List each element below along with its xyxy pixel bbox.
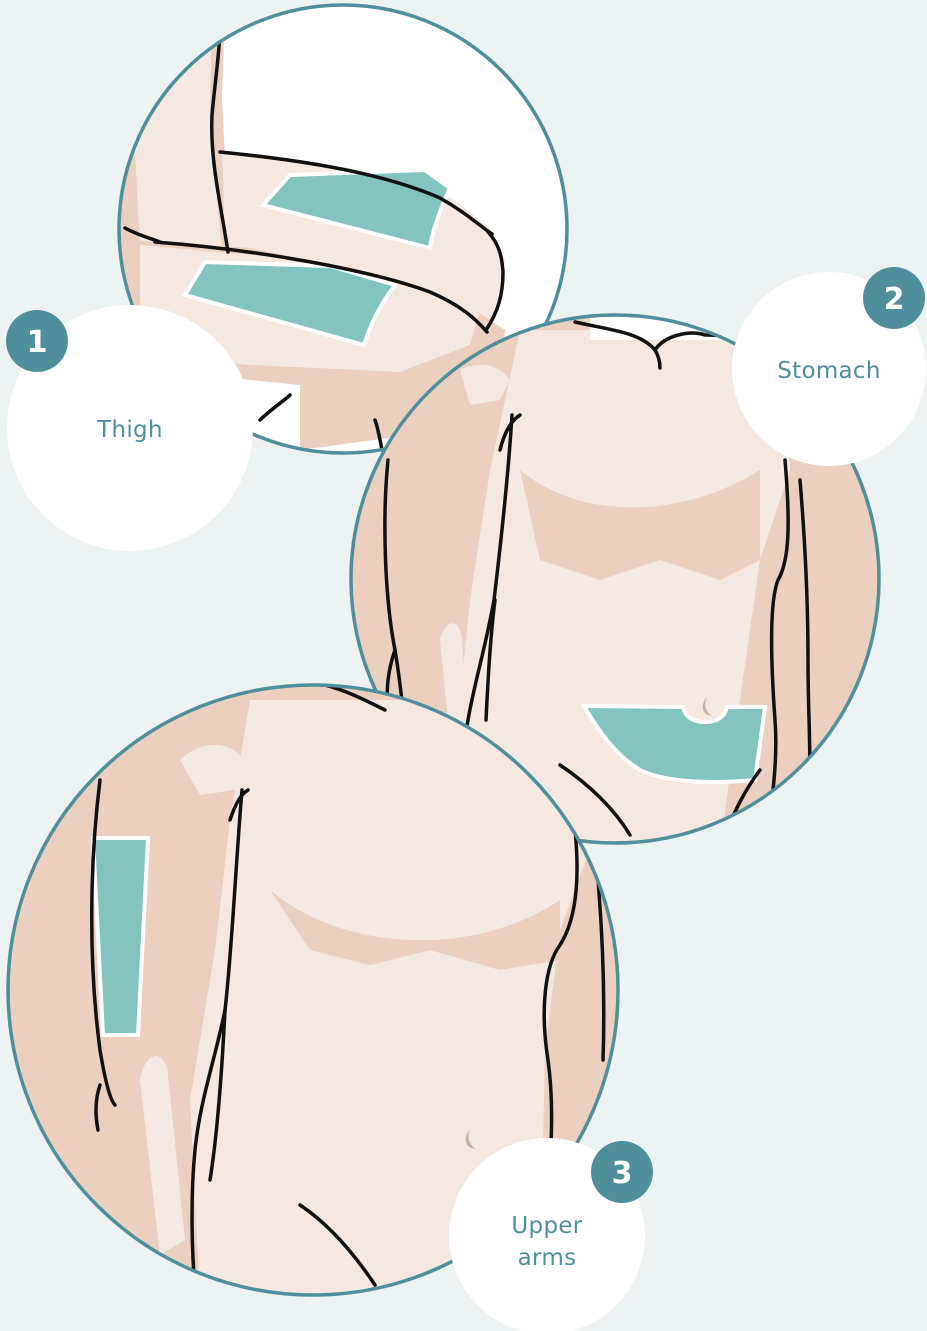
upper-arms-label-line2: arms <box>518 1245 577 1271</box>
thigh-label: Thigh <box>96 417 163 443</box>
thigh-callout: Thigh 1 <box>6 305 253 551</box>
upper-arms-label-line1: Upper <box>511 1213 582 1239</box>
stomach-callout: Stomach 2 <box>732 267 926 466</box>
upper-arms-callout: Upper arms 3 <box>449 1138 653 1331</box>
stomach-label: Stomach <box>777 358 881 384</box>
thigh-number: 1 <box>27 325 48 360</box>
upper-arms-number: 3 <box>612 1156 633 1191</box>
stomach-number: 2 <box>884 282 905 317</box>
